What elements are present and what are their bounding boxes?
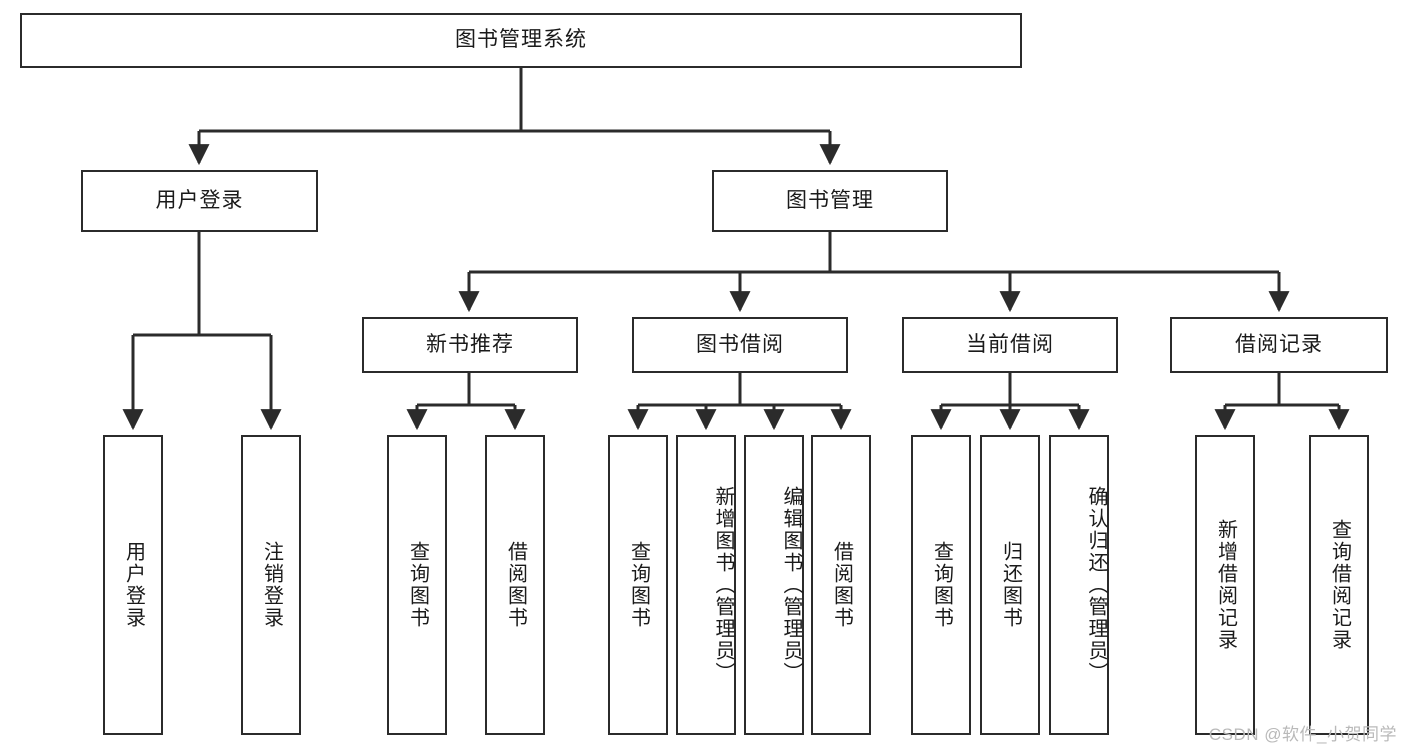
- leaf-edit-book-label: 编辑图书（管理员）: [780, 486, 802, 684]
- node-borrow-record-label: 借阅记录: [1235, 332, 1323, 356]
- node-borrow-record[interactable]: 借阅记录: [1170, 317, 1388, 373]
- node-root[interactable]: 图书管理系统: [20, 13, 1022, 68]
- leaf-confirm-return-label: 确认归还（管理员）: [1085, 486, 1107, 684]
- leaf-user-login[interactable]: 用户登录: [103, 435, 163, 735]
- leaf-add-borrow-record-label: 新增借阅记录: [1214, 519, 1237, 651]
- leaf-query-book-borrow-label: 查询图书: [627, 541, 650, 629]
- leaf-user-logout[interactable]: 注销登录: [241, 435, 301, 735]
- leaf-borrow-book-label: 借阅图书: [830, 541, 853, 629]
- leaf-add-book-label: 新增图书（管理员）: [712, 486, 734, 684]
- node-current-borrow[interactable]: 当前借阅: [902, 317, 1118, 373]
- leaf-query-book-borrow[interactable]: 查询图书: [608, 435, 668, 735]
- leaf-add-borrow-record[interactable]: 新增借阅记录: [1195, 435, 1255, 735]
- leaf-query-borrow-record-label: 查询借阅记录: [1328, 519, 1351, 651]
- leaf-borrow-book[interactable]: 借阅图书: [811, 435, 871, 735]
- node-book-borrow-label: 图书借阅: [696, 332, 784, 356]
- leaf-return-book-label: 归还图书: [999, 541, 1022, 629]
- leaf-query-borrow-record[interactable]: 查询借阅记录: [1309, 435, 1369, 735]
- leaf-edit-book[interactable]: 编辑图书（管理员）: [744, 435, 804, 735]
- leaf-borrow-book-new[interactable]: 借阅图书: [485, 435, 545, 735]
- node-root-label: 图书管理系统: [455, 28, 587, 52]
- leaf-query-book-new-label: 查询图书: [406, 541, 429, 629]
- leaf-borrow-book-new-label: 借阅图书: [504, 541, 527, 629]
- node-book-borrow[interactable]: 图书借阅: [632, 317, 848, 373]
- node-user-login-label: 用户登录: [155, 188, 244, 212]
- node-new-book-recommend[interactable]: 新书推荐: [362, 317, 578, 373]
- leaf-confirm-return[interactable]: 确认归还（管理员）: [1049, 435, 1109, 735]
- node-user-login[interactable]: 用户登录: [81, 170, 318, 232]
- node-book-management-label: 图书管理: [786, 188, 874, 212]
- leaf-query-book-new[interactable]: 查询图书: [387, 435, 447, 735]
- watermark: CSDN @软件_小贺同学: [1208, 725, 1397, 744]
- node-book-management[interactable]: 图书管理: [712, 170, 948, 232]
- leaf-user-logout-label: 注销登录: [260, 541, 283, 629]
- leaf-return-book[interactable]: 归还图书: [980, 435, 1040, 735]
- leaf-query-book-current-label: 查询图书: [930, 541, 953, 629]
- leaf-query-book-current[interactable]: 查询图书: [911, 435, 971, 735]
- node-current-borrow-label: 当前借阅: [966, 332, 1054, 356]
- node-new-book-recommend-label: 新书推荐: [426, 332, 514, 356]
- leaf-add-book[interactable]: 新增图书（管理员）: [676, 435, 736, 735]
- leaf-user-login-label: 用户登录: [122, 541, 145, 629]
